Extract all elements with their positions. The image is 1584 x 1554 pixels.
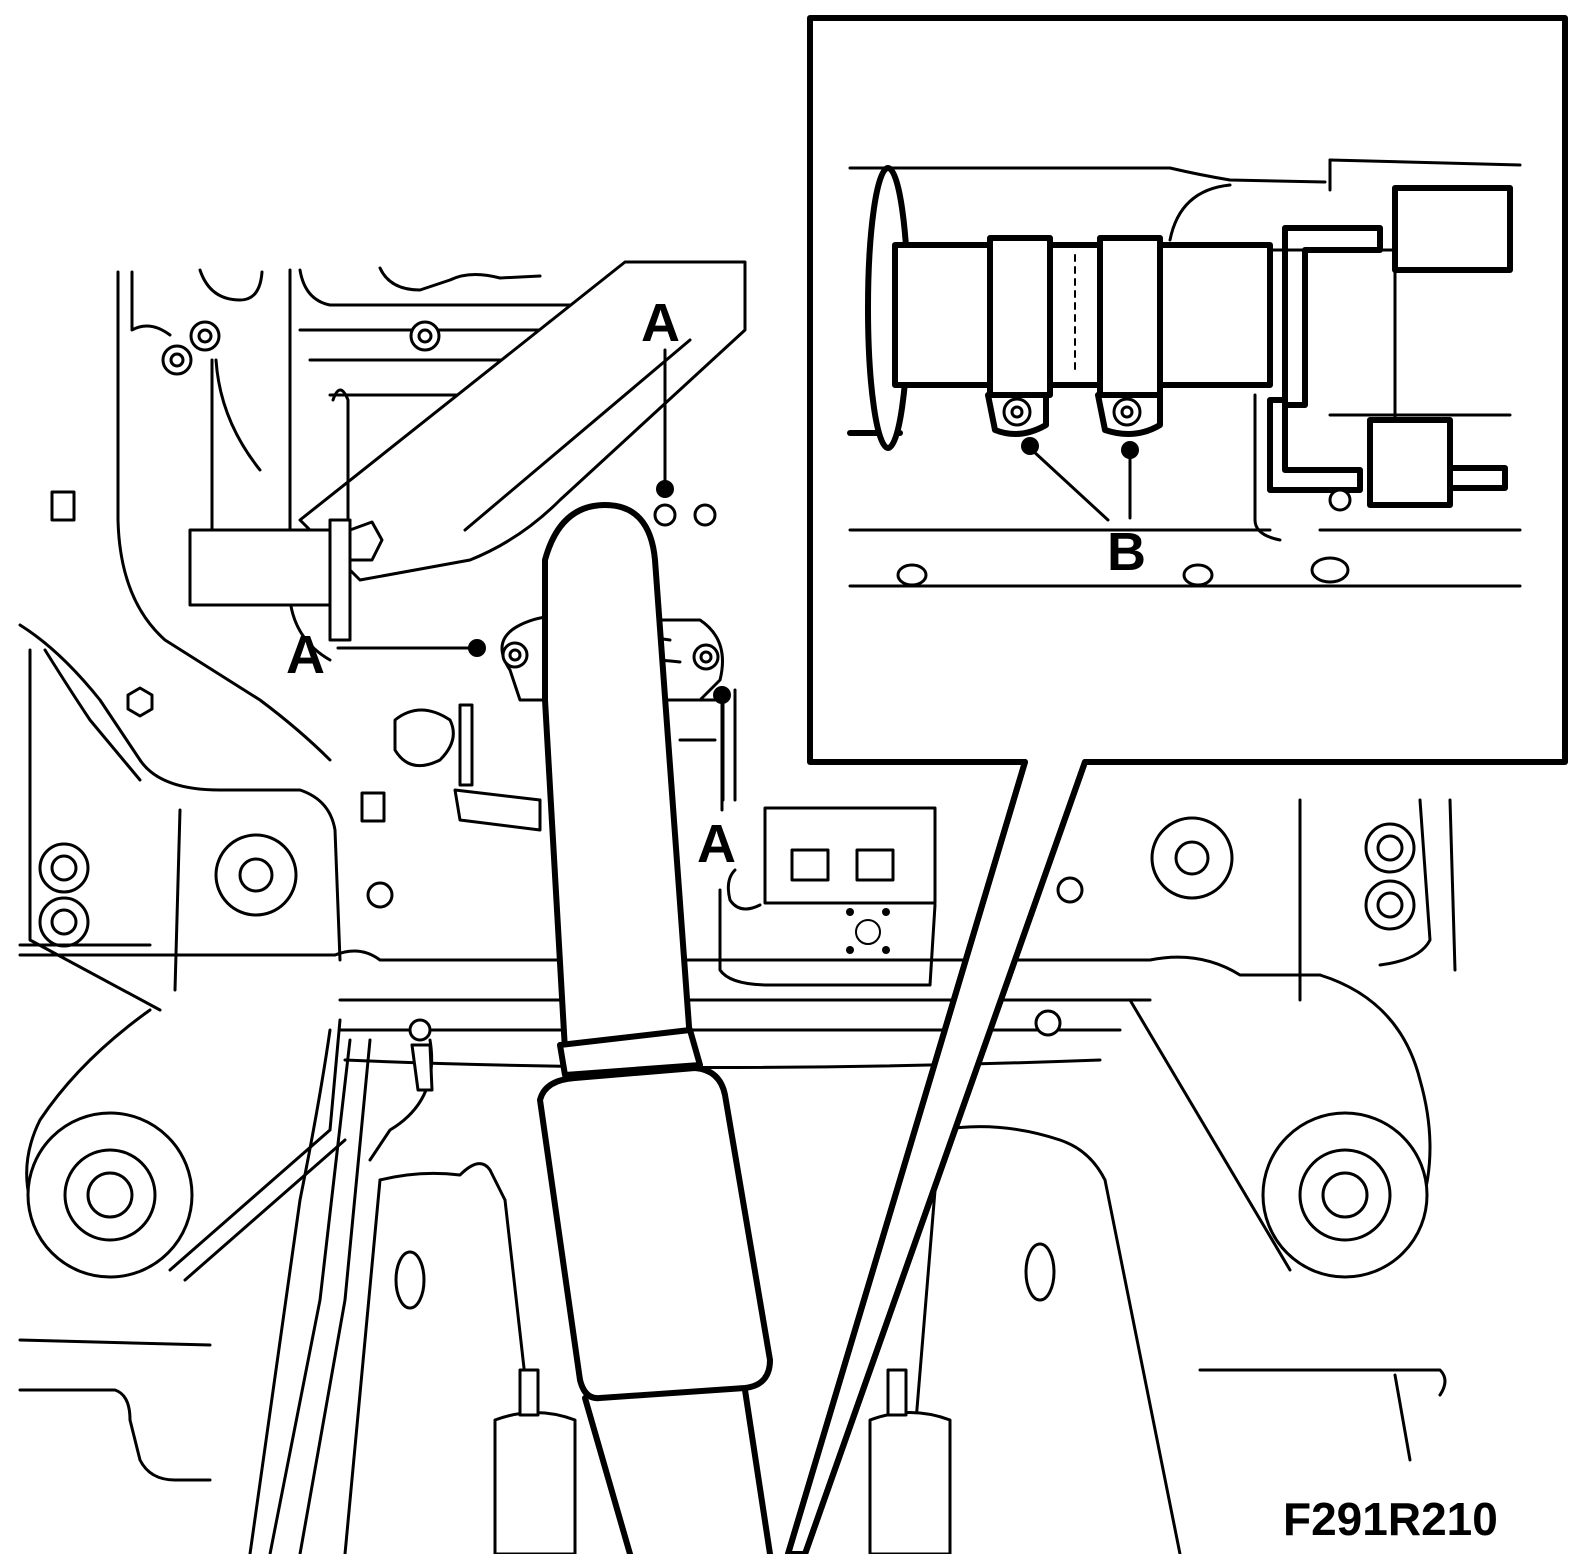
bolt-left-1 [38,842,90,894]
callout-a-right-label: A [697,814,736,874]
underbody-main-view [18,260,1457,1554]
bolt-upper-1 [189,320,221,352]
bolt-right-3 [1364,879,1416,931]
bolt-a-top [653,503,717,527]
bolt-left-2 [38,896,90,948]
inset-bracket-b-left [985,392,1049,437]
callout-b: B [1021,437,1146,582]
bolt-upper-3 [409,320,441,352]
inset-bracket-b-right [1095,392,1163,437]
inset-detail: B [785,15,1568,1554]
bolt-a-right [692,643,720,671]
bolt-a-left [501,641,529,669]
callout-a-right: A [697,686,736,874]
callout-b-label: B [1107,522,1146,582]
bolt-right-2 [1364,822,1416,874]
exhaust-pipe [537,502,773,1554]
figure-id: F291R210 [1283,1493,1498,1545]
bolt-left-3 [214,833,298,917]
callout-a-top-label: A [641,293,680,353]
bushing-right [1261,1111,1429,1279]
callout-a-left: A [286,625,486,685]
callout-a-left-label: A [286,625,325,685]
callout-a-top: A [641,293,680,498]
bolt-upper-2 [161,344,193,376]
bushing-left [26,1111,194,1279]
bolt-right-1 [1150,816,1234,900]
